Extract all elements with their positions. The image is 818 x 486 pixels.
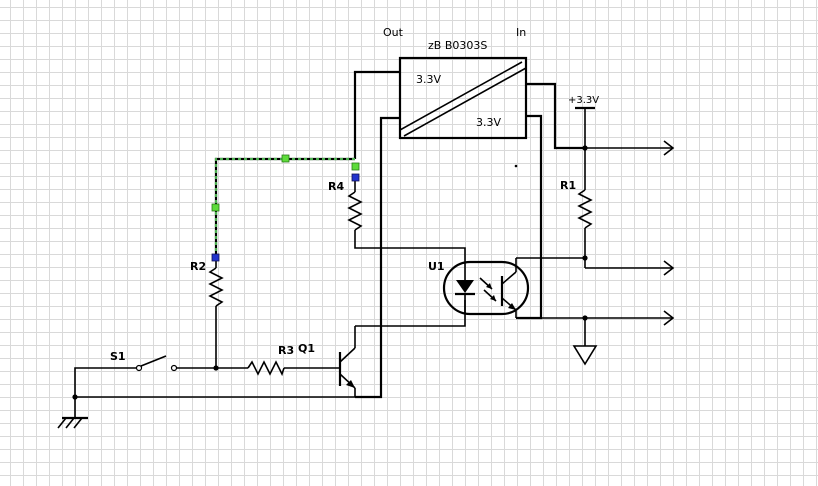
- converter-diagonal-2: [403, 67, 527, 137]
- resistor-r3[interactable]: R3: [247, 344, 294, 377]
- converter-in-voltage: 3.3V: [476, 116, 501, 129]
- wire-endpoint-r4[interactable]: [351, 173, 360, 182]
- converter-part-name: zB B0303S: [428, 39, 487, 52]
- optocoupler-u1[interactable]: U1: [428, 258, 530, 318]
- wire-handle-mid[interactable]: [281, 154, 290, 163]
- output-terminal-ground[interactable]: [585, 310, 675, 326]
- converter-in-label: In: [516, 26, 526, 39]
- wire-handle-top[interactable]: [351, 162, 360, 171]
- optocoupler-body: [442, 260, 530, 316]
- led-icon: [456, 280, 474, 293]
- wire-r4-to-led: [354, 230, 466, 262]
- input-side-wiring: [514, 82, 586, 346]
- output-terminal-signal[interactable]: [585, 260, 675, 276]
- resistor-r2[interactable]: R2: [190, 260, 224, 307]
- r2-label: R2: [190, 260, 206, 273]
- resistor-r4[interactable]: R4: [328, 180, 363, 231]
- junction-dot: [582, 315, 588, 321]
- transistor-q1[interactable]: Q1: [298, 326, 356, 397]
- u1-label: U1: [428, 260, 445, 273]
- selected-wire[interactable]: [211, 154, 360, 262]
- converter-body: [398, 56, 528, 140]
- converter-diagonal-1: [399, 61, 523, 131]
- resistor-r1[interactable]: R1: [560, 179, 593, 229]
- stray-dot: [514, 164, 518, 168]
- chassis-ground-icon: [57, 416, 88, 429]
- junction-dot: [72, 394, 78, 400]
- wire-gnd-s1: [74, 367, 136, 397]
- r4-label: R4: [328, 180, 344, 193]
- wire-handle-left[interactable]: [211, 203, 220, 212]
- junction-dot: [213, 365, 219, 371]
- supply-3v3[interactable]: +3.3V: [568, 95, 599, 110]
- r1-label: R1: [560, 179, 576, 192]
- s1-label: S1: [110, 350, 126, 363]
- r3-label: R3: [278, 344, 294, 357]
- wire-in-gnd: [516, 114, 543, 320]
- isolated-side-wiring: [74, 70, 466, 418]
- wire-out-plus: [353, 70, 400, 159]
- arrow-right-icon: [663, 140, 675, 156]
- junction-dots: [72, 145, 588, 400]
- wire-endpoint-r2[interactable]: [211, 253, 220, 262]
- converter-out-label: Out: [383, 26, 404, 39]
- junction-dot: [582, 255, 588, 261]
- wire-in-plus: [526, 82, 585, 150]
- converter-block[interactable]: Out In zB B0303S 3.3V 3.3V: [383, 26, 528, 140]
- junction-dot: [582, 145, 588, 151]
- wire-out-gnd: [355, 116, 400, 399]
- converter-out-voltage: 3.3V: [416, 73, 441, 86]
- output-terminal-supply[interactable]: [585, 140, 675, 156]
- q1-label: Q1: [298, 342, 315, 355]
- supply-label: +3.3V: [568, 95, 599, 106]
- arrow-right-icon: [663, 310, 675, 326]
- arrow-right-icon: [663, 260, 675, 276]
- switch-s1[interactable]: S1: [110, 350, 178, 372]
- ground-triangle-icon: [572, 345, 598, 366]
